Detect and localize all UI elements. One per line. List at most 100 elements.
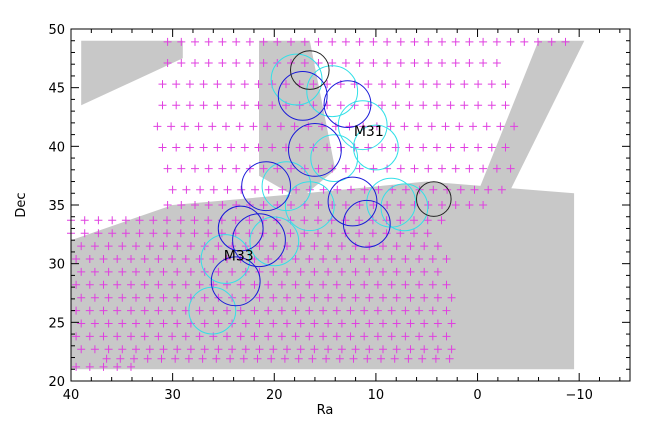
field-cross (336, 101, 345, 110)
field-cross (255, 345, 264, 354)
field-cross (487, 101, 496, 110)
field-circle-layer (188, 50, 452, 335)
field-cross (228, 267, 237, 276)
field-cross (253, 354, 262, 363)
field-cross (292, 185, 301, 194)
cyan-field-circle (306, 65, 359, 118)
field-cross (492, 59, 501, 67)
field-cross (245, 216, 254, 225)
field-cross (85, 362, 94, 371)
field-cross (104, 293, 113, 302)
field-cross (254, 80, 263, 89)
field-cross (364, 80, 373, 89)
field-cross (428, 255, 437, 263)
field-cross (168, 280, 177, 289)
field-cross (290, 122, 299, 131)
field-cross (479, 201, 488, 209)
field-cross (264, 332, 273, 341)
field-cross (135, 216, 144, 225)
field-cross (235, 122, 244, 131)
field-cross (163, 37, 172, 46)
field-cross (419, 143, 428, 152)
field-cross (77, 345, 86, 354)
x-tick-label: 0 (473, 388, 481, 403)
field-cross (314, 37, 323, 46)
field-cross (143, 354, 152, 363)
field-cross (428, 306, 437, 315)
field-cross (140, 280, 149, 289)
field-cross (383, 201, 392, 209)
field-cross (506, 37, 515, 46)
field-cross (455, 122, 464, 131)
field-cross (428, 332, 437, 341)
field-cross (163, 59, 172, 67)
field-cross (85, 306, 94, 315)
field-cross (72, 362, 81, 371)
field-cross (255, 293, 264, 302)
field-cross (328, 164, 337, 173)
field-cross (501, 101, 510, 110)
field-cross (387, 280, 396, 289)
field-cross (172, 101, 181, 110)
field-cross (223, 332, 231, 341)
field-cross (373, 306, 382, 315)
field-cross (392, 267, 401, 276)
field-cross (437, 216, 446, 225)
field-cross (308, 354, 317, 363)
field-cross (145, 319, 154, 328)
field-cross (269, 345, 278, 354)
field-cross (337, 293, 346, 302)
field-cross (365, 242, 374, 251)
field-cross (460, 101, 469, 110)
field-cross (245, 229, 254, 238)
field-cross (259, 164, 268, 173)
field-cross (280, 354, 289, 363)
field-cross (368, 229, 377, 238)
field-cross (269, 293, 278, 302)
field-cross (355, 216, 364, 225)
field-cross (283, 267, 291, 276)
field-cross (85, 332, 94, 341)
field-cross (267, 354, 276, 363)
field-cross (479, 164, 488, 173)
field-cross (172, 143, 181, 152)
field-cross (415, 306, 424, 315)
field-cross (158, 143, 167, 152)
field-cross (396, 37, 405, 46)
field-cross (360, 185, 369, 194)
field-cross (319, 185, 328, 194)
field-cross (113, 332, 122, 341)
field-cross (414, 122, 423, 131)
field-cross (268, 101, 277, 110)
field-cross (378, 143, 386, 152)
field-cross (401, 280, 410, 289)
field-cross (332, 255, 341, 263)
field-cross (255, 242, 264, 251)
field-cross (465, 164, 474, 173)
field-cross (264, 280, 273, 289)
field-cross (259, 59, 268, 67)
field-cross (99, 306, 108, 315)
field-cross (145, 345, 154, 354)
field-cross (214, 242, 223, 251)
field-cross (446, 101, 455, 110)
field-cross (400, 122, 409, 131)
field-cross (332, 280, 341, 289)
blue-field-circle (277, 71, 328, 121)
field-cross (296, 293, 305, 302)
field-cross (423, 216, 432, 225)
blue-field-circle (323, 80, 372, 128)
field-cross (90, 345, 99, 354)
field-cross (273, 164, 282, 173)
field-cross (305, 280, 314, 289)
field-cross (185, 101, 194, 110)
field-cross (163, 201, 172, 209)
field-cross (157, 354, 166, 363)
blue-field-circle (241, 161, 292, 212)
field-cross (214, 345, 223, 354)
field-cross (132, 319, 140, 328)
field-cross (85, 255, 94, 263)
field-cross (341, 37, 350, 46)
field-cross (337, 319, 346, 328)
field-cross (319, 332, 328, 341)
